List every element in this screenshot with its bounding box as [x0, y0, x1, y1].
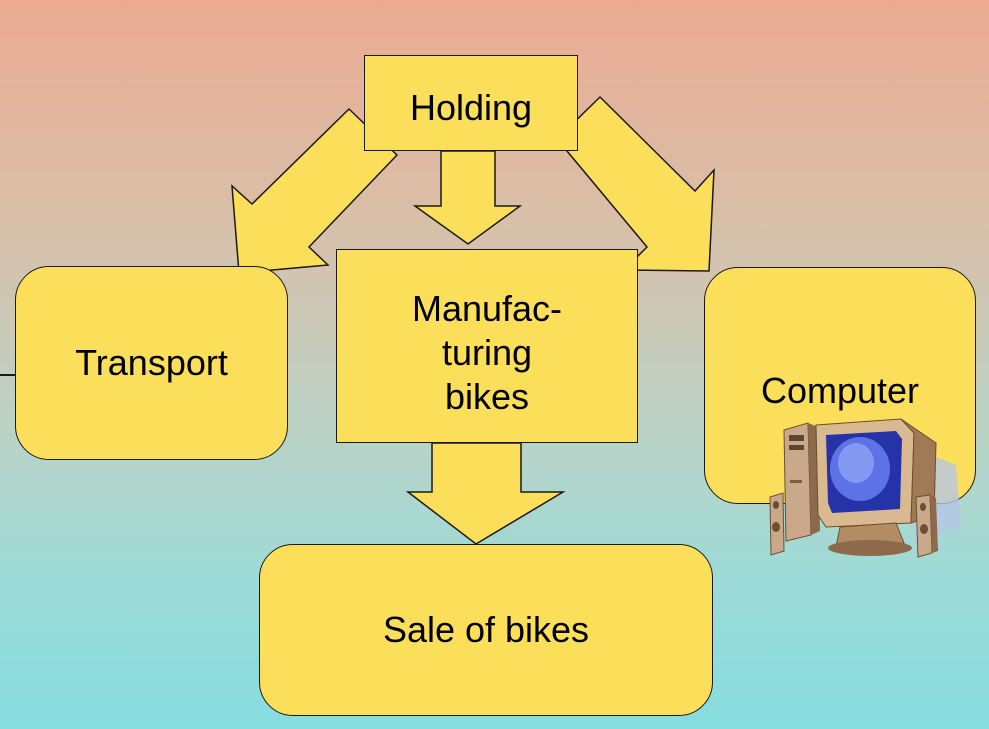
arrow-holding-to-computer — [555, 95, 715, 272]
left-connector-line — [0, 374, 15, 376]
sale-box: Sale of bikes — [259, 544, 713, 716]
manufacturing-box: Manufac- turing bikes — [336, 249, 638, 443]
transport-box: Transport — [15, 266, 288, 460]
computer-icon — [769, 418, 961, 558]
arrow-holding-to-manufacturing — [412, 150, 523, 245]
manufacturing-label-line-2: turing — [441, 332, 533, 373]
holding-box: Holding — [364, 55, 578, 151]
arrow-holding-to-transport — [231, 107, 399, 274]
holding-label: Holding — [409, 87, 533, 128]
arrow-manufacturing-to-sale — [405, 442, 566, 545]
transport-label: Transport — [75, 342, 228, 383]
computer-label: Computer — [760, 370, 920, 411]
sale-label: Sale of bikes — [382, 609, 590, 650]
manufacturing-label-line-3: bikes — [444, 376, 530, 417]
manufacturing-label-line-1: Manufac- — [411, 288, 563, 329]
